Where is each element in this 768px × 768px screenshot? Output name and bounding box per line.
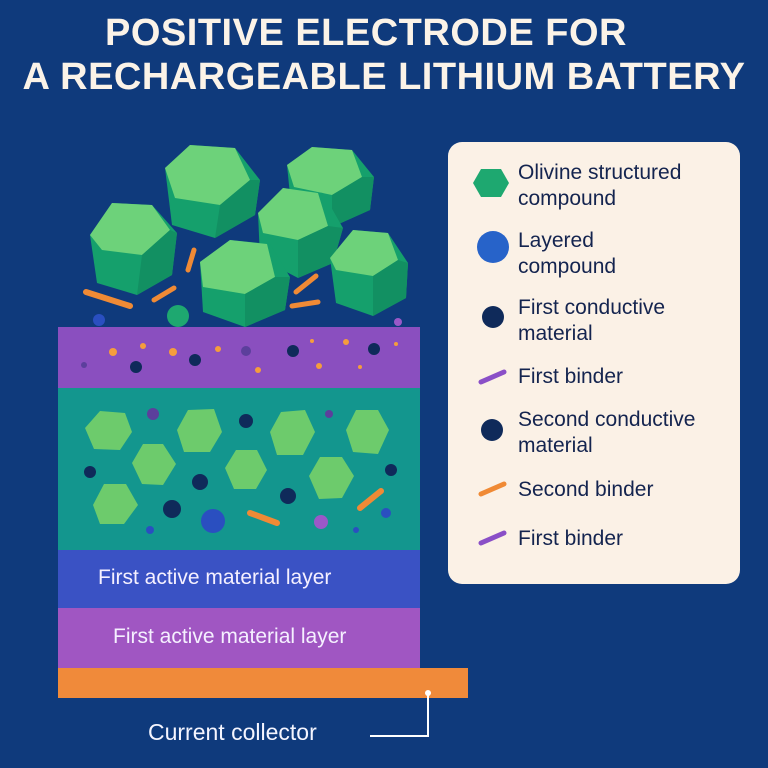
legend-label: First binder [518,527,624,550]
legend-label: compound [518,255,617,278]
crystal [330,230,408,316]
legend-label: Second conductive [518,408,696,431]
loose-particles [83,247,402,327]
top-binder-layer [58,327,420,388]
first-active-material-layer [58,550,420,608]
legend-label: compound [518,187,617,210]
legend-label: Layered [518,229,594,252]
purple-dash-icon [478,530,507,546]
crystal [200,240,290,327]
current-collector-pointer [370,690,431,737]
title-line-1: POSITIVE ELECTRODE FOR [105,12,627,54]
crystal [165,145,260,238]
legend-label: Olivine structured [518,161,682,184]
dark-dot-icon [481,419,503,441]
teal-layer-particles [84,408,397,534]
current-collector-label: Current collector [148,719,317,745]
legend-label: Second binder [518,478,654,501]
purple-dash-icon [478,369,507,385]
legend-label: First conductive [518,296,666,319]
orange-dash-icon [478,481,507,497]
blue-circle-icon [477,231,509,263]
current-collector [58,668,468,698]
second-active-material-layer [58,608,420,668]
legend-label: material [518,322,593,345]
layer-2-label: First active material layer [113,625,347,648]
legend-label: material [518,434,593,457]
crystal [90,203,177,295]
title-line-2: A RECHARGEABLE LITHIUM BATTERY [22,56,746,98]
olivine-crystals [90,145,408,327]
legend-label: First binder [518,365,624,388]
legend: Olivine structured compound Layered compou… [448,142,740,584]
crystal [258,188,343,278]
top-layer-particles [81,339,398,373]
layer-1-label: First active material layer [98,566,332,589]
green-hexagon-icon [473,169,509,197]
dark-dot-icon [482,306,504,328]
